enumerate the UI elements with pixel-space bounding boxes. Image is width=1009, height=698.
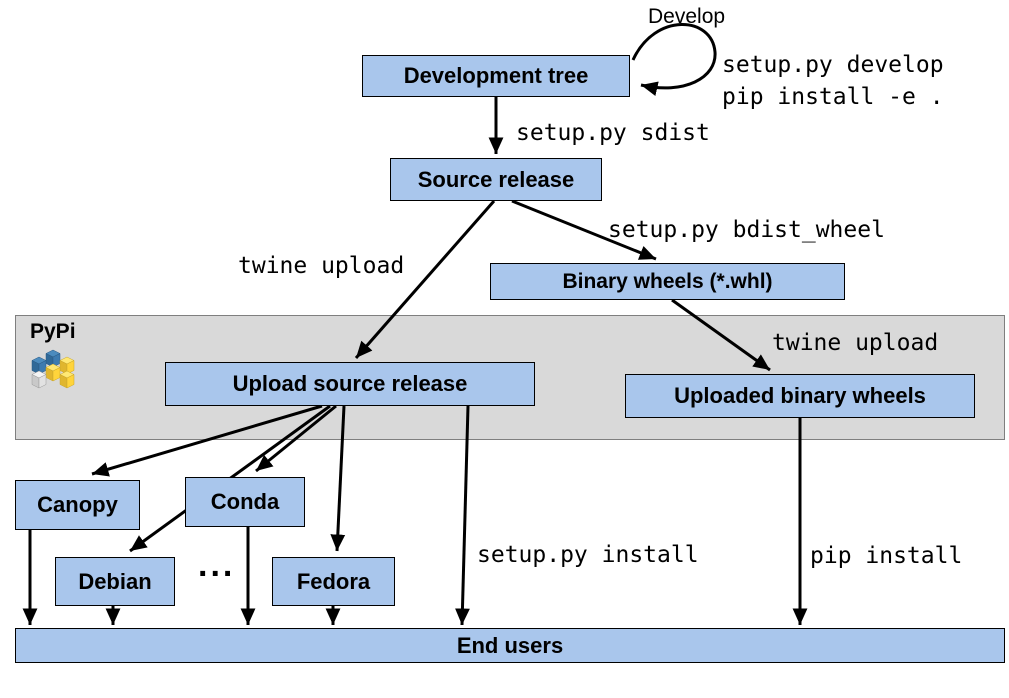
- node-debian: Debian: [55, 557, 175, 606]
- node-end-users: End users: [15, 628, 1005, 663]
- label-setup-py-bdist-wheel: setup.py bdist_wheel: [608, 217, 885, 243]
- node-fedora: Fedora: [272, 557, 395, 606]
- node-binary-wheels: Binary wheels (*.whl): [490, 263, 845, 300]
- node-conda: Conda: [185, 477, 305, 527]
- label-pip-install: pip install: [810, 543, 963, 569]
- node-development-tree: Development tree: [362, 55, 630, 97]
- ellipsis-more-distros: ...: [198, 546, 236, 584]
- node-upload-source-release: Upload source release: [165, 362, 535, 406]
- label-setup-py-sdist: setup.py sdist: [516, 120, 710, 146]
- label-twine-upload-source: twine upload: [238, 253, 405, 279]
- label-setup-py-develop: setup.py develop: [722, 52, 944, 78]
- pypi-logo-icon: [31, 349, 75, 389]
- pypi-band-label: PyPi: [30, 320, 76, 343]
- arrow-develop-loop: [631, 23, 717, 96]
- label-setup-py-install: setup.py install: [477, 542, 699, 568]
- label-pip-install-e: pip install -e .: [722, 84, 944, 110]
- node-canopy: Canopy: [15, 480, 140, 530]
- label-twine-upload-wheels: twine upload: [772, 330, 939, 356]
- node-source-release: Source release: [390, 158, 602, 201]
- node-uploaded-binary-wheels: Uploaded binary wheels: [625, 374, 975, 418]
- label-develop: Develop: [648, 5, 726, 28]
